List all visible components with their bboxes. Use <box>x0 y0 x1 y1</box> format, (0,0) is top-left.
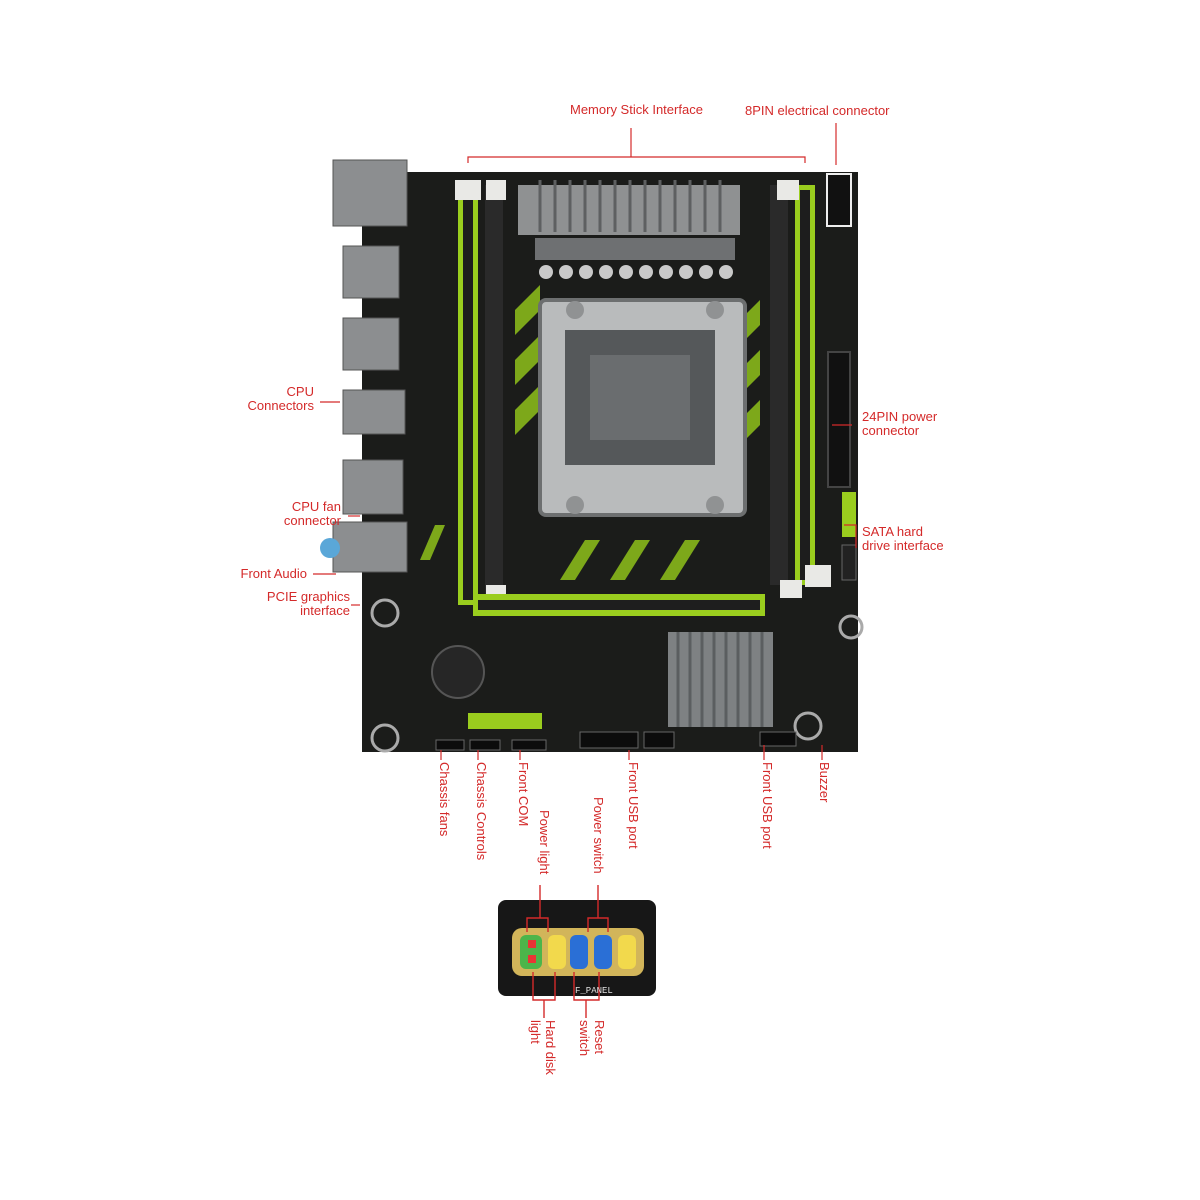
label-line: Connectors <box>247 398 314 413</box>
label-front-usb-1: Front USB port <box>626 762 641 849</box>
label-sata: SATA hard drive interface <box>862 525 944 553</box>
label-line: light <box>528 1020 543 1044</box>
label-power-light: Power light <box>537 810 552 875</box>
chipset-heatsink <box>668 632 773 727</box>
label-24pin-power: 24PIN power connector <box>862 410 937 438</box>
label-8pin-connector: 8PIN electrical connector <box>745 103 890 118</box>
label-chassis-controls: Chassis Controls <box>474 762 489 861</box>
leader-lines <box>313 123 857 760</box>
label-cpu-fan-connector: CPU fan connector <box>240 500 341 528</box>
label-line: CPU <box>286 384 314 399</box>
sata-connector-2 <box>841 544 857 581</box>
label-pcie-graphics: PCIE graphics interface <box>230 590 350 618</box>
pcie-x16-slot <box>473 594 765 616</box>
rear-io-ports <box>332 159 408 573</box>
vrm-heatsink <box>518 180 740 279</box>
label-line: connector <box>283 513 341 528</box>
f-panel-inset <box>498 885 656 1018</box>
label-line: Reset <box>592 1020 607 1054</box>
eight-pin-connector <box>826 173 852 227</box>
fan-icon <box>370 598 864 753</box>
f-panel-label: F_PANEL <box>575 986 613 996</box>
label-line: SATA hard <box>862 524 923 539</box>
label-line: CPU fan <box>291 499 341 514</box>
label-front-usb-2: Front USB port <box>760 762 775 849</box>
label-cpu-connectors: CPU Connectors <box>220 385 314 413</box>
label-line: connector <box>862 423 920 438</box>
memory-slots-right <box>770 180 831 598</box>
cpu-socket <box>538 298 747 517</box>
label-chassis-fans: Chassis fans <box>437 762 452 837</box>
label-front-com: Front COM <box>516 762 531 827</box>
bottom-headers <box>435 731 797 751</box>
label-front-audio: Front Audio <box>240 566 308 581</box>
label-line: 24PIN power <box>862 409 938 424</box>
pcie-x1-slot <box>468 713 542 729</box>
label-line: PCIE graphics <box>266 589 350 604</box>
label-memory-stick-interface: Memory Stick Interface <box>570 102 703 117</box>
label-line: switch <box>577 1020 592 1057</box>
audio-jack-icon <box>320 538 340 558</box>
sata-connector <box>842 492 856 537</box>
label-line: interface <box>300 603 350 618</box>
cmos-battery <box>431 645 485 699</box>
label-line: drive interface <box>862 538 944 553</box>
label-buzzer: Buzzer <box>817 762 832 803</box>
twenty-four-pin-connector <box>827 351 851 488</box>
label-line: Hard disk <box>543 1020 558 1075</box>
label-power-switch: Power switch <box>591 797 606 874</box>
label-hard-disk-light: Hard disk light <box>528 1020 558 1075</box>
label-reset-switch: Reset switch <box>577 1020 607 1056</box>
